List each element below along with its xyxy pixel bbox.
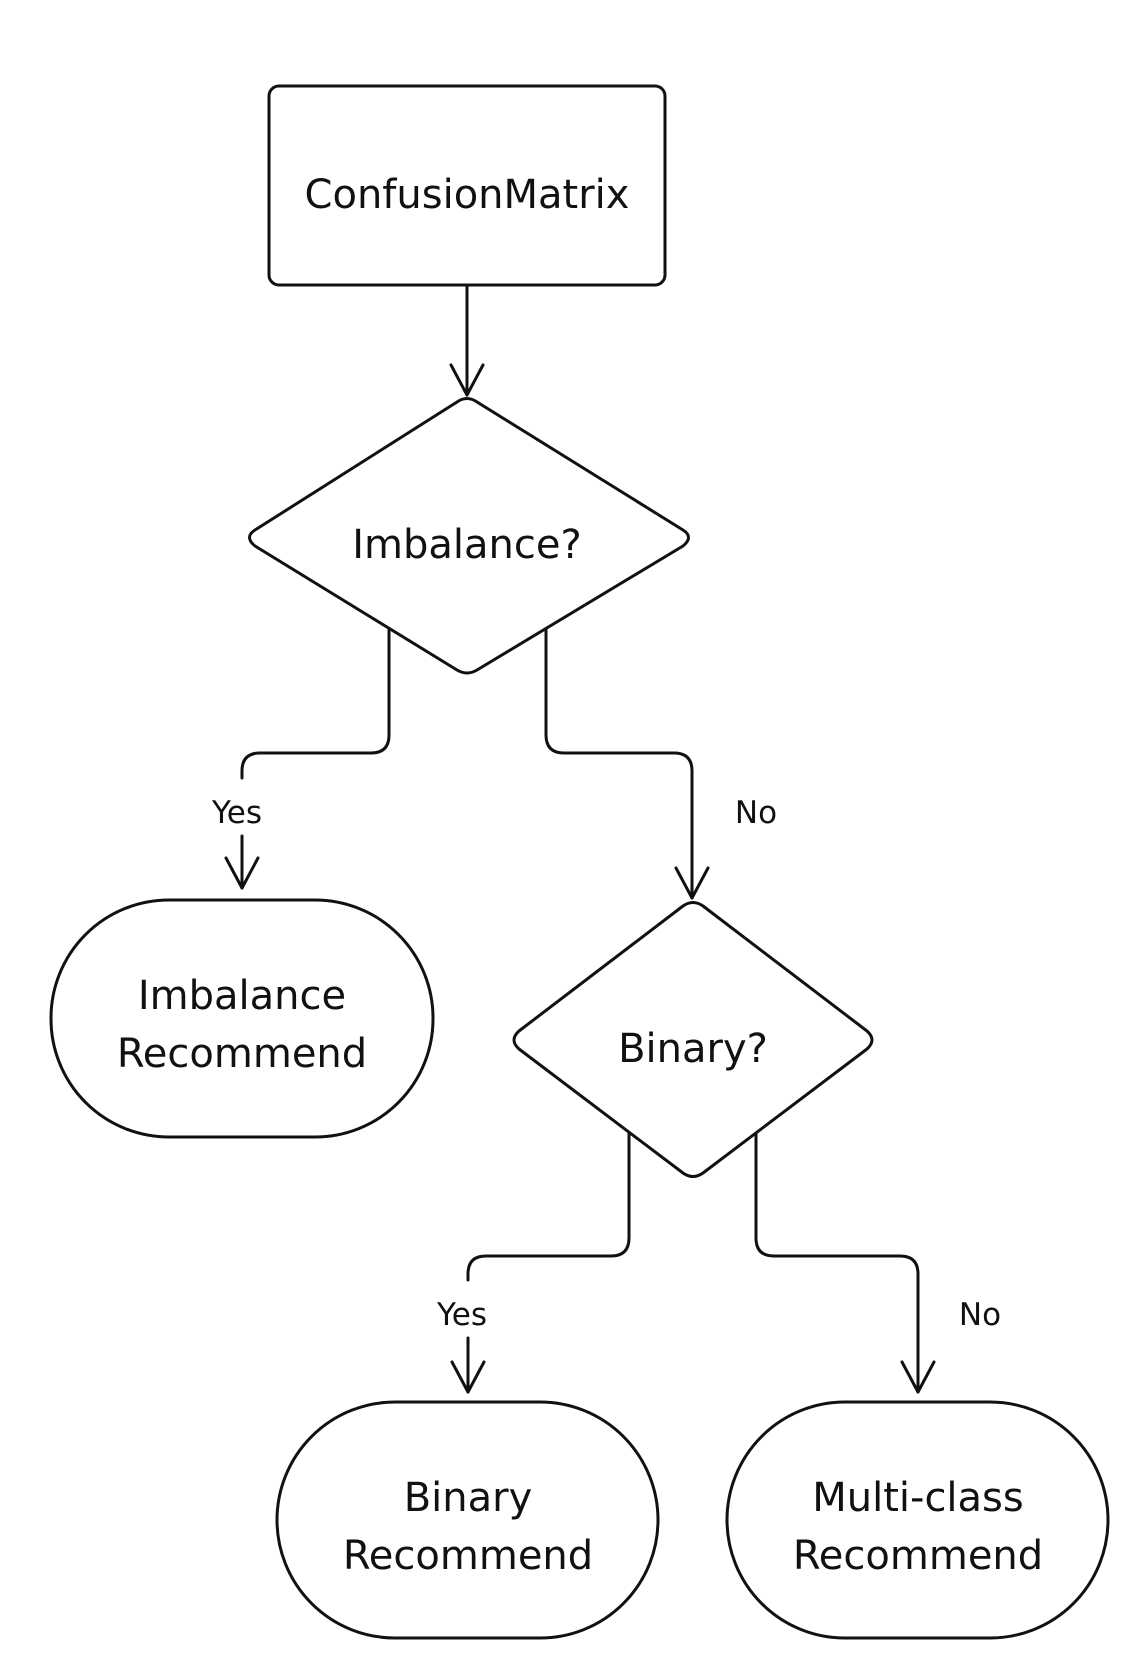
edge-label-imbalance-yes: Yes [211,795,262,831]
node-label-binary-recommend-line2: Recommend [343,1533,593,1579]
edge-imbalance-no: No [544,628,777,900]
node-binary-recommend[interactable]: Binary Recommend [275,1400,660,1640]
node-label-imbalance-recommend-line2: Recommend [117,1031,367,1077]
edge-imbalance-yes: Yes [211,628,391,890]
node-label-imbalance-check: Imbalance? [352,522,581,568]
node-label-binary-check: Binary? [618,1026,768,1072]
edge-binary-no: No [754,1130,1001,1394]
edge-label-binary-no: No [959,1297,1001,1333]
arrowhead-icon [450,1360,486,1394]
edge-label-binary-yes: Yes [436,1297,487,1333]
node-label-binary-recommend-line1: Binary [404,1475,533,1521]
edge-label-imbalance-no: No [735,795,777,831]
node-imbalance-recommend[interactable]: Imbalance Recommend [49,898,435,1139]
arrowhead-icon [674,866,710,900]
node-label-imbalance-recommend-line1: Imbalance [138,973,346,1019]
edge-start-to-imbalance-check [449,283,485,397]
node-imbalance-check[interactable]: Imbalance? [248,397,690,675]
arrowhead-icon [449,363,485,397]
arrowhead-icon [224,856,260,890]
node-multiclass-recommend[interactable]: Multi-class Recommend [725,1400,1110,1640]
node-binary-check[interactable]: Binary? [512,901,874,1178]
edge-binary-yes: Yes [436,1130,631,1394]
node-confusion-matrix[interactable]: ConfusionMatrix [267,84,667,287]
node-label-confusion-matrix: ConfusionMatrix [305,172,630,218]
node-label-multiclass-recommend-line1: Multi-class [812,1475,1024,1521]
arrowhead-icon [900,1360,936,1394]
node-label-multiclass-recommend-line2: Recommend [793,1533,1043,1579]
